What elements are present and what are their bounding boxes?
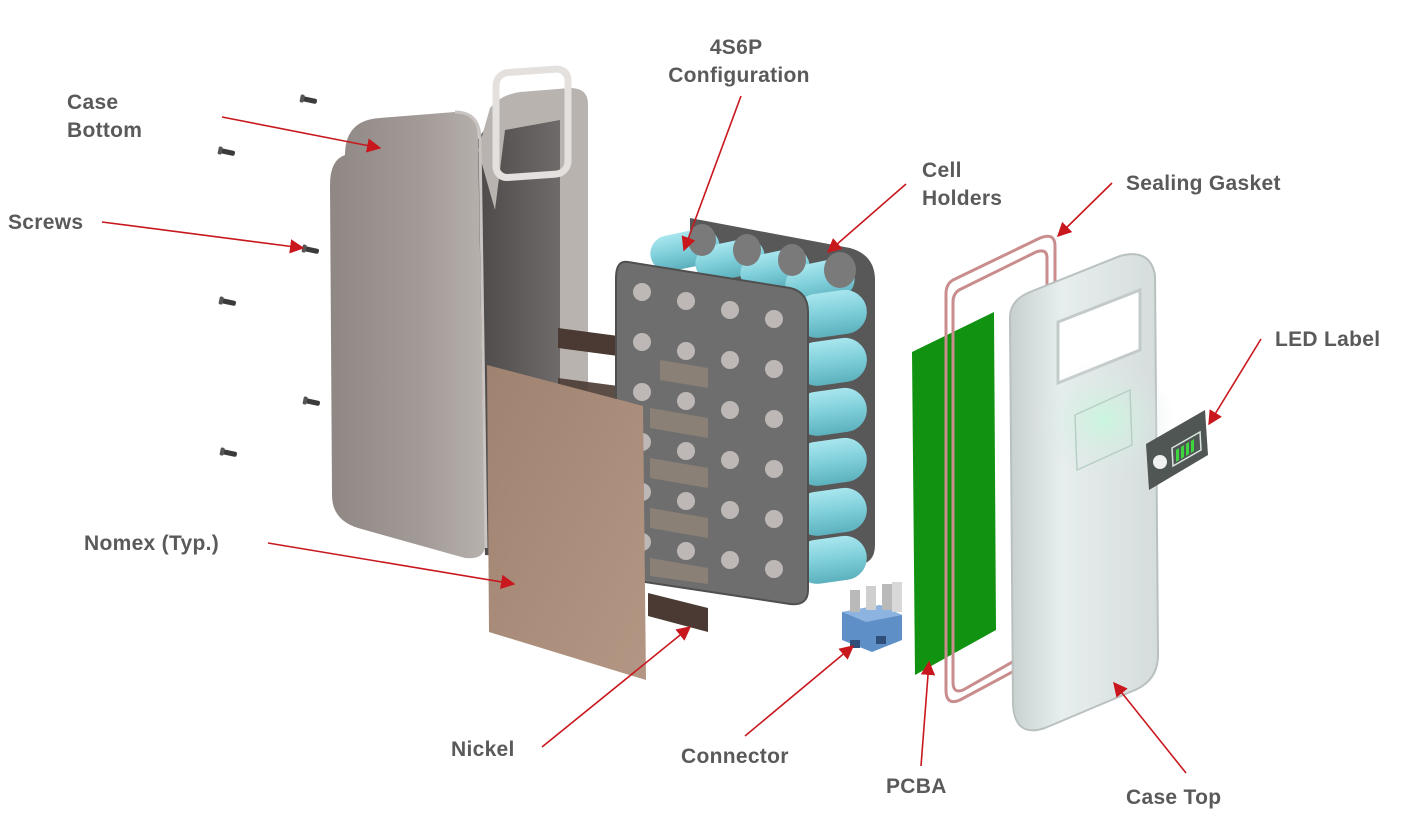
screw-5 <box>302 396 320 406</box>
leader-case-top <box>1113 681 1187 774</box>
cells-side-column <box>795 289 867 584</box>
battery-icon <box>1171 430 1202 468</box>
label-cell-holders: Cell Holders <box>922 159 1002 210</box>
leader-led-label <box>1208 338 1262 426</box>
leader-sealing-gasket <box>1056 182 1113 238</box>
screw-6 <box>219 447 237 457</box>
labels: Case Bottom Screws 4S6P Configuration Ce… <box>8 36 1380 809</box>
label-case-top: Case Top <box>1126 786 1221 809</box>
cell-pack <box>615 218 875 606</box>
led-glow <box>1035 360 1175 480</box>
label-nickel: Nickel <box>451 738 515 761</box>
connector <box>842 582 902 652</box>
led-label <box>1146 410 1208 490</box>
label-screws: Screws <box>8 211 83 234</box>
leader-nomex <box>267 542 516 589</box>
case-top <box>1008 253 1175 732</box>
label-case-bottom: Case Bottom <box>67 91 142 142</box>
leader-connector <box>744 645 855 737</box>
label-configuration: 4S6P Configuration <box>668 36 810 87</box>
screw-2 <box>217 146 235 156</box>
label-nomex: Nomex (Typ.) <box>84 532 219 555</box>
label-pcba: PCBA <box>886 775 947 798</box>
leader-cell-holders <box>826 183 907 253</box>
leader-case-bottom <box>221 116 382 153</box>
label-sealing-gasket: Sealing Gasket <box>1126 172 1281 195</box>
screws <box>217 94 320 457</box>
leader-nickel <box>541 626 692 748</box>
nomex-sheet <box>487 365 646 680</box>
leader-screws <box>101 221 305 254</box>
leader-pcba <box>920 660 936 767</box>
screw-3 <box>301 244 319 254</box>
nickel-strip <box>648 593 708 632</box>
leader-configuration <box>681 95 742 252</box>
label-connector: Connector <box>681 745 789 768</box>
label-led-label: LED Label <box>1275 328 1380 351</box>
screw-1 <box>299 94 317 104</box>
leader-lines <box>101 95 1262 774</box>
screw-4 <box>218 296 236 306</box>
